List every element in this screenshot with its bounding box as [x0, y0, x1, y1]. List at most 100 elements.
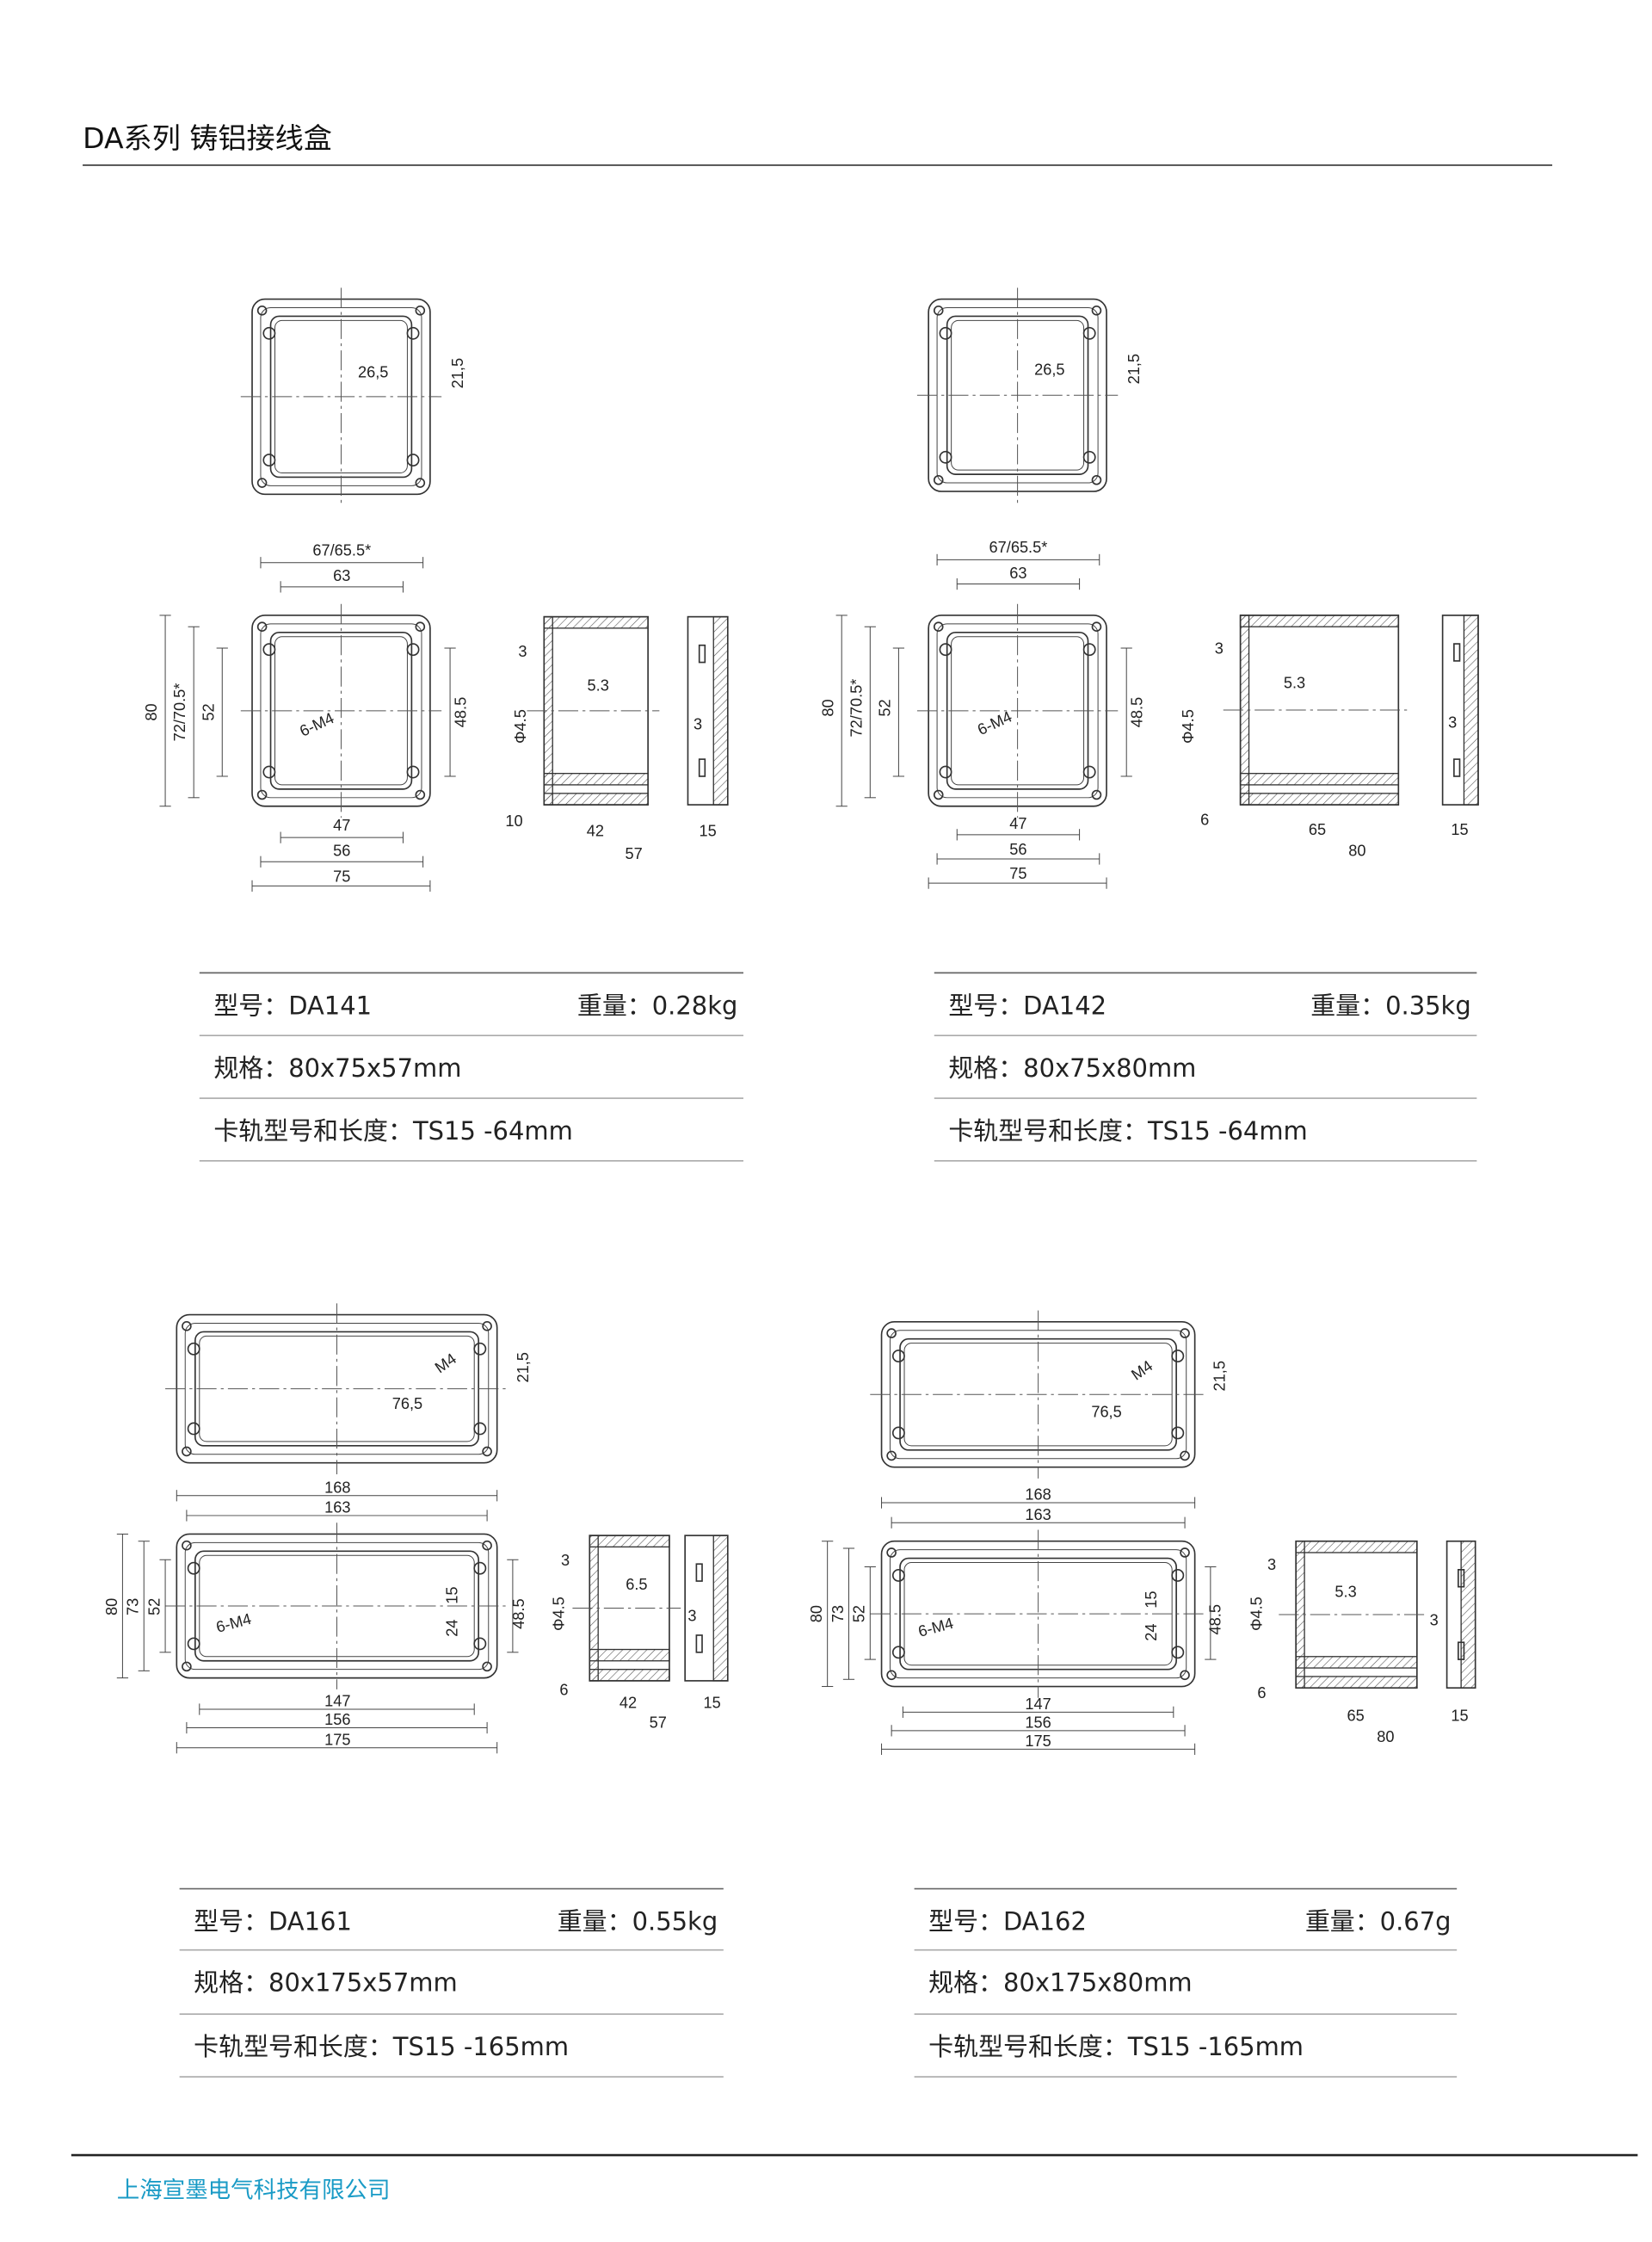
- dimension-label: 26,5: [1034, 361, 1064, 378]
- dimension-label: 6-M4: [916, 1615, 955, 1640]
- dimension-label: 3: [1430, 1611, 1439, 1628]
- mounting-hole-icon: [187, 1637, 200, 1651]
- dimension-label: 3: [1448, 714, 1457, 732]
- dimension-label: 56: [1009, 841, 1026, 858]
- mounting-hole-icon: [1171, 1569, 1185, 1582]
- side-view: [1223, 615, 1410, 806]
- dimension-label: 24: [1143, 1624, 1160, 1641]
- dimension-label: 21,5: [1125, 354, 1143, 384]
- dimension-label: 3: [1215, 640, 1224, 658]
- mounting-hole-icon: [933, 474, 944, 485]
- front-view: [916, 603, 1119, 818]
- dimension-label: 163: [1025, 1506, 1051, 1523]
- page-title: DA系列 铸铝接线盒: [83, 121, 332, 155]
- dimension-label: 6: [1257, 1684, 1266, 1702]
- dimension-label: Φ4.5: [1248, 1597, 1265, 1631]
- mounting-hole-icon: [187, 1561, 200, 1575]
- dimension-label: 5.3: [588, 677, 609, 695]
- model-row-label: 型号：: [948, 991, 1023, 1020]
- mounting-hole-icon: [939, 326, 952, 340]
- dimension-label: 67/65.5*: [312, 541, 371, 559]
- dimension-label: 6-M4: [297, 709, 336, 740]
- dimension-label: 48.5: [1206, 1604, 1224, 1634]
- front-view: [165, 1522, 509, 1689]
- mounting-hole-icon: [1180, 1670, 1190, 1681]
- mounting-hole-icon: [891, 1646, 905, 1659]
- dimension-label: M4: [432, 1350, 459, 1376]
- dimension-label: 26,5: [358, 364, 388, 381]
- mounting-hole-icon: [406, 454, 420, 467]
- weight-row-value: 0.67g: [1380, 1907, 1452, 1936]
- dimension-label: 21,5: [515, 1352, 532, 1382]
- dimension-label: 47: [333, 817, 350, 834]
- dimension-label: 21,5: [449, 358, 466, 388]
- mounting-hole-icon: [939, 765, 952, 779]
- mounting-hole-icon: [482, 1661, 492, 1672]
- dimension-label: 21,5: [1211, 1361, 1228, 1391]
- mounting-hole-icon: [482, 1321, 492, 1331]
- dimension-label: 6: [1200, 811, 1209, 828]
- dimension-label: 80: [819, 699, 836, 716]
- mounting-hole-icon: [1171, 1646, 1185, 1659]
- weight-row: 重量：0.28kg: [577, 991, 737, 1020]
- side-view: [1279, 1540, 1429, 1689]
- model-row-value: DA161: [268, 1907, 352, 1936]
- dimension-label: 156: [324, 1711, 350, 1728]
- mounting-hole-icon: [473, 1342, 487, 1356]
- mounting-hole-icon: [886, 1328, 897, 1338]
- dimension-label: 6.5: [626, 1576, 647, 1593]
- spec-row-label: 规格：: [948, 1053, 1023, 1083]
- mounting-hole-icon: [1091, 306, 1102, 316]
- dimension-label: 3: [693, 715, 702, 732]
- mounting-hole-icon: [1171, 1350, 1185, 1363]
- rail-row-label: 卡轨型号和长度：: [948, 1116, 1148, 1146]
- mounting-hole-icon: [262, 326, 276, 340]
- mounting-hole-icon: [415, 478, 426, 488]
- rail-row: 卡轨型号和长度：TS15 -64mm: [213, 1116, 572, 1146]
- mounting-hole-icon: [891, 1426, 905, 1440]
- dimension-label: 6-M4: [214, 1610, 253, 1636]
- dimension-label: 63: [333, 567, 350, 584]
- mounting-hole-icon: [473, 1561, 487, 1575]
- model-row-label: 型号：: [194, 1907, 268, 1936]
- spec-row: 规格：80x175x80mm: [928, 1968, 1192, 1998]
- dimension-label: M4: [1128, 1357, 1156, 1384]
- dimension-label: 15: [700, 822, 717, 839]
- side-view: [572, 1535, 681, 1682]
- dimension-label: 80: [1348, 843, 1365, 860]
- mounting-hole-icon: [473, 1422, 487, 1436]
- top-view: [165, 1303, 509, 1474]
- mounting-hole-icon: [933, 789, 944, 800]
- model-row: 型号：DA142: [948, 991, 1106, 1020]
- dimension-label: 47: [1009, 815, 1026, 832]
- side-view: [527, 615, 660, 806]
- rail-row-value: TS15 -165mm: [1127, 2032, 1304, 2061]
- dimension-label: 5.3: [1284, 674, 1305, 691]
- mounting-hole-icon: [182, 1446, 192, 1457]
- mounting-hole-icon: [1180, 1547, 1190, 1558]
- dimension-label: 3: [518, 643, 527, 660]
- dimension-label: 163: [324, 1499, 350, 1516]
- mounting-hole-icon: [1180, 1450, 1190, 1461]
- dimension-label: 80: [1377, 1728, 1394, 1745]
- dimension-label: 75: [1009, 865, 1026, 882]
- rail-row-value: TS15 -64mm: [1147, 1116, 1308, 1146]
- mounting-hole-icon: [415, 789, 426, 800]
- dimension-label: 52: [876, 699, 893, 716]
- dimension-label: 73: [125, 1598, 142, 1615]
- dimension-label: 3: [687, 1607, 696, 1624]
- dimension-label: 52: [200, 703, 217, 720]
- dimension-label: 15: [443, 1587, 460, 1604]
- dimension-label: 80: [143, 703, 160, 720]
- mounting-hole-icon: [406, 765, 420, 779]
- spec-row-label: 规格：: [213, 1053, 288, 1083]
- dimension-label: 65: [1347, 1707, 1365, 1724]
- rail-row: 卡轨型号和长度：TS15 -165mm: [928, 2032, 1304, 2061]
- mounting-hole-icon: [891, 1350, 905, 1363]
